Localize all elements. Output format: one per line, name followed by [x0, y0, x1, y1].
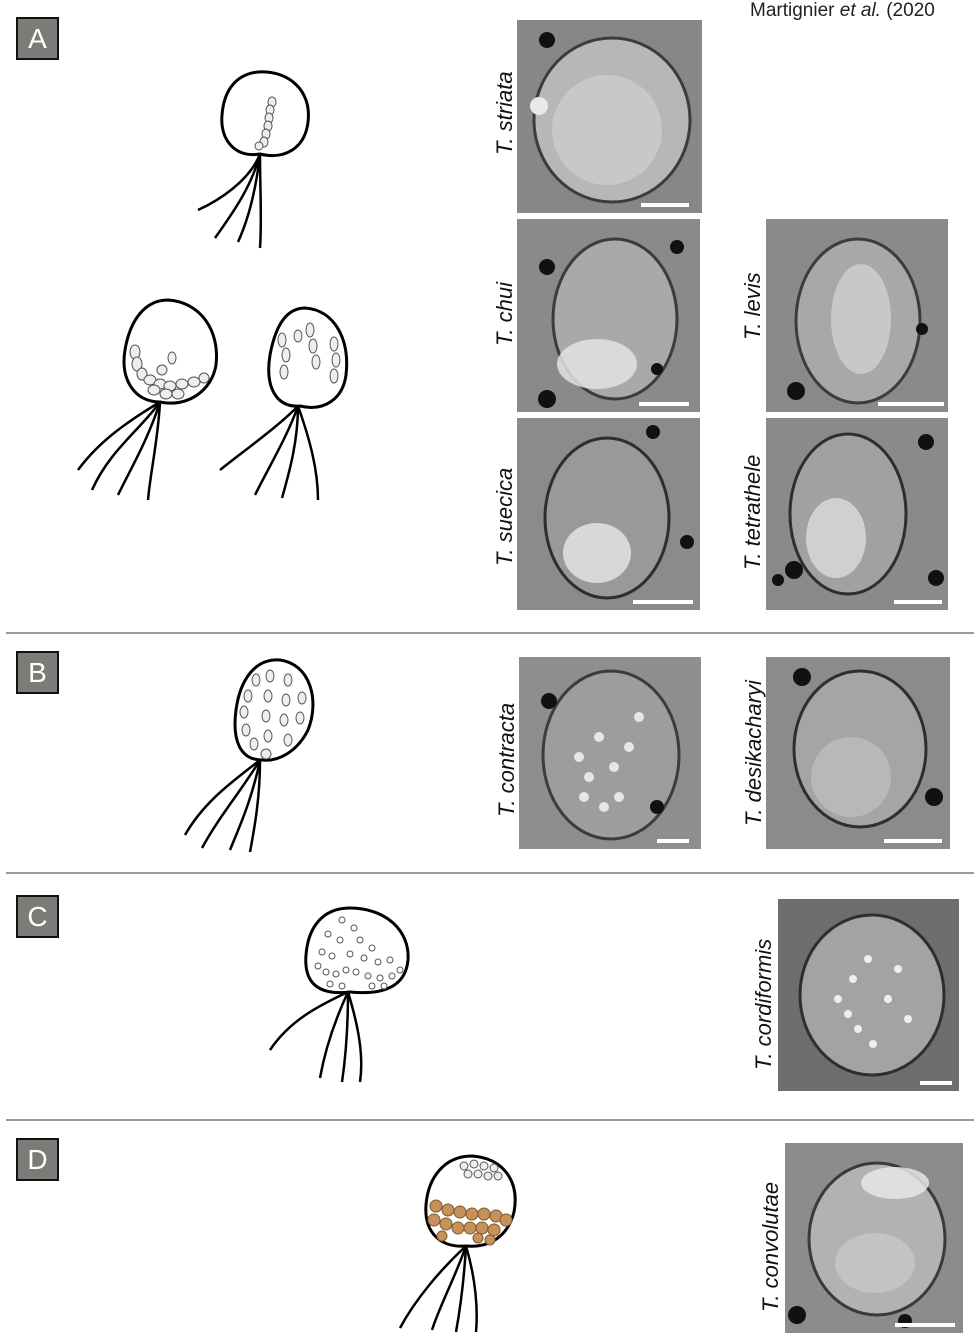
micrograph-tetrathele	[766, 418, 948, 610]
scale-bar-convolutae	[895, 1323, 955, 1327]
micrograph-chui	[517, 219, 700, 412]
cell-drawing-a-levis	[210, 300, 360, 505]
panel-label-b: B	[16, 651, 59, 694]
scale-bar-suecica	[633, 600, 693, 604]
scale-bar-contracta	[657, 839, 689, 843]
panel-label-c: C	[16, 895, 59, 938]
species-label-chui: T. chui	[492, 282, 518, 346]
scale-bar-striata	[641, 203, 689, 207]
cell-drawing-d-convolutae	[380, 1150, 530, 1333]
panel-label-a: A	[16, 17, 59, 60]
micrograph-levis	[766, 219, 948, 412]
cell-drawing-b-contracta	[170, 650, 330, 855]
cell-drawing-a-striata	[180, 60, 330, 255]
micrograph-suecica	[517, 418, 700, 610]
species-label-cordiformis: T. cordiformis	[751, 939, 777, 1070]
scale-bar-levis	[878, 402, 944, 406]
cell-drawing-a-chui	[70, 290, 230, 505]
species-label-suecica: T. suecica	[492, 468, 518, 566]
scale-bar-desikacharyi	[884, 839, 942, 843]
species-label-striata: T. striata	[492, 71, 518, 155]
cell-drawing-c-cordiformis	[260, 900, 420, 1090]
species-label-tetrathele: T. tetrathele	[740, 455, 766, 570]
micrograph-cordiformis	[778, 899, 959, 1091]
micrograph-contracta	[519, 657, 701, 849]
divider-c-d	[6, 1119, 974, 1121]
micrograph-striata	[517, 20, 702, 213]
scale-bar-cordiformis	[920, 1081, 952, 1085]
species-label-convolutae: T. convolutae	[758, 1182, 784, 1312]
scale-bar-chui	[639, 402, 689, 406]
micrograph-desikacharyi	[766, 657, 950, 849]
micrograph-convolutae	[785, 1143, 963, 1333]
divider-b-c	[6, 872, 974, 874]
species-label-contracta: T. contracta	[494, 703, 520, 817]
scale-bar-tetrathele	[894, 600, 942, 604]
citation: Martignier et al. (2020	[750, 0, 935, 22]
panel-label-d: D	[16, 1138, 59, 1181]
species-label-desikacharyi: T. desikacharyi	[741, 680, 767, 826]
divider-a-b	[6, 632, 974, 634]
species-label-levis: T. levis	[740, 272, 766, 340]
